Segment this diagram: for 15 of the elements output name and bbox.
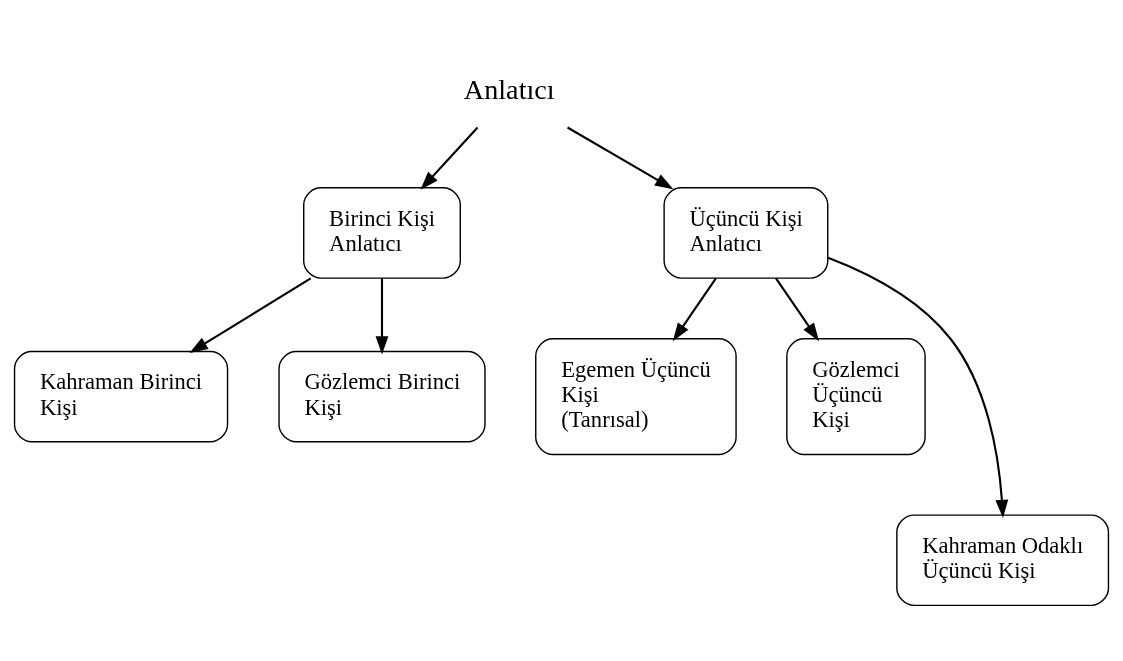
node-box: Gözlemci Üçüncü Kişi	[786, 337, 926, 455]
node-box: Birinci Kişi Anlatıcı	[303, 186, 461, 279]
node-box: Kahraman Birinci Kişi	[13, 350, 229, 442]
arrow	[567, 126, 674, 189]
node-box: Egemen Üçüncü Kişi (Tanrısal)	[535, 337, 737, 455]
node-text: Anlatıcı	[463, 73, 555, 105]
node-box: Gözlemci Birinci Kişi	[278, 350, 486, 442]
arrow	[189, 276, 312, 353]
arrow	[375, 277, 389, 354]
arrow	[420, 126, 479, 190]
arrow	[775, 277, 820, 341]
node-box: Kahraman Odaklı Üçüncü Kişi	[896, 513, 1110, 606]
node-box: Üçüncü Kişi Anlatıcı	[663, 186, 829, 279]
arrow	[827, 256, 1009, 518]
arrow	[672, 277, 717, 341]
